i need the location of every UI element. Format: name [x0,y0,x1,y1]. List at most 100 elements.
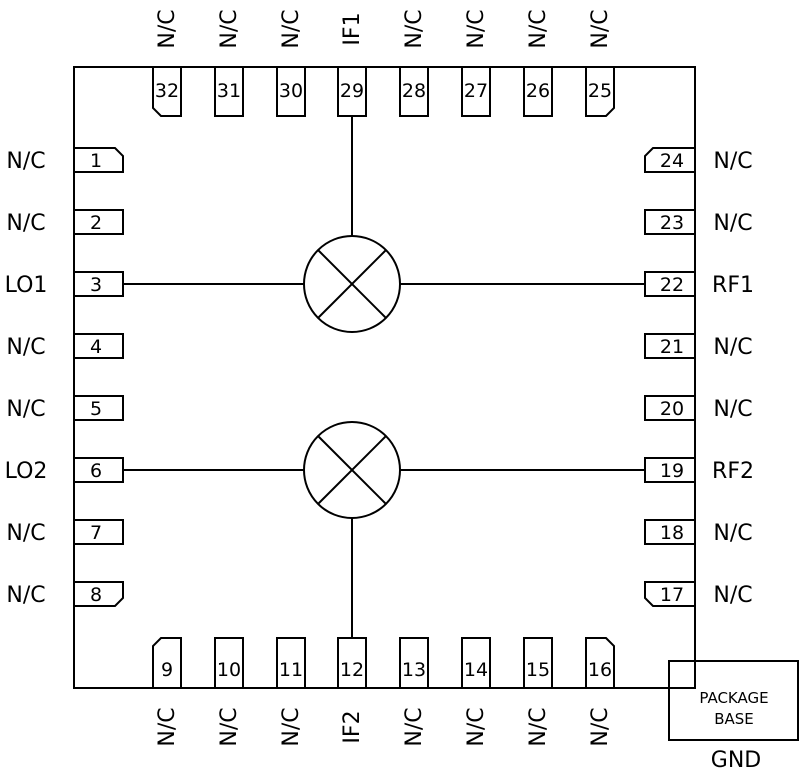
pin-2-pad [74,209,124,235]
pin-3-number: 3 [90,274,102,296]
gnd-label: GND [711,748,761,770]
pin-19-label: RF2 [712,459,754,484]
pin-15-pad [523,637,553,688]
package-base-box [668,660,799,741]
pin-15-label: N/C [526,707,551,746]
pin-12-pad [337,637,367,688]
pin-5-pad [74,395,124,421]
pin-26-number: 26 [526,80,550,102]
pin-32-label: N/C [155,9,180,48]
pin-8-number: 8 [90,584,102,606]
pin-23-number: 23 [660,212,684,234]
pin-23-pad [644,209,695,235]
pin-16-pad [585,637,615,688]
pin-14-number: 14 [464,659,488,681]
pin-7-label: N/C [6,521,45,546]
pin-26-label: N/C [526,9,551,48]
pin-14-pad [461,637,491,688]
pin-5-label: N/C [6,397,45,422]
package-outline [73,66,696,689]
pin-23-label: N/C [713,211,752,236]
pin-16-label: N/C [588,707,613,746]
pin-2-number: 2 [90,212,102,234]
internal-wiring [124,116,644,637]
package-base-line1: PACKAGE [699,689,768,707]
pin-29-label: IF1 [340,12,365,45]
pin-20-number: 20 [660,398,684,420]
pin-3-pad [74,271,124,297]
pin-11-pad [276,637,306,688]
pin-20-label: N/C [713,397,752,422]
pin-21-pad [644,333,695,359]
pin-32-number: 32 [155,80,179,102]
pin-11-number: 11 [279,659,303,681]
pin-31-label: N/C [217,9,242,48]
pin-13-number: 13 [402,659,426,681]
pin-22-label: RF1 [712,273,754,298]
pin-30-number: 30 [279,80,303,102]
pin-10-label: N/C [217,707,242,746]
pin-31-number: 31 [217,80,241,102]
pin-8-pad [74,581,124,607]
pin-24-label: N/C [713,149,752,174]
pin-17-number: 17 [660,584,684,606]
pin-29-number: 29 [340,80,364,102]
pin-30-pad [276,67,306,117]
pin-25-number: 25 [588,80,612,102]
pin-21-number: 21 [660,336,684,358]
pin-9-number: 9 [161,659,173,681]
pin-8-label: N/C [6,583,45,608]
pin-12-label: IF2 [340,710,365,743]
pin-13-label: N/C [402,707,427,746]
pin-24-pad [644,147,695,173]
pin-14-label: N/C [464,707,489,746]
pin-20-pad [644,395,695,421]
pin-22-pad [644,271,695,297]
pin-32-pad [152,67,182,117]
pin-4-pad [74,333,124,359]
pin-27-pad [461,67,491,117]
pin-29-pad [337,67,367,117]
pin-27-number: 27 [464,80,488,102]
pin-13-pad [399,637,429,688]
pin-1-number: 1 [90,150,102,172]
pin-4-number: 4 [90,336,102,358]
pin-10-number: 10 [217,659,241,681]
pin-6-number: 6 [90,460,102,482]
pin-21-label: N/C [713,335,752,360]
pin-27-label: N/C [464,9,489,48]
pin-10-pad [214,637,244,688]
pin-25-label: N/C [588,9,613,48]
pin-7-number: 7 [90,522,102,544]
pin-28-number: 28 [402,80,426,102]
pin-6-label: LO2 [5,459,48,484]
pin-26-pad [523,67,553,117]
pin-28-pad [399,67,429,117]
pin-15-number: 15 [526,659,550,681]
pin-19-number: 19 [660,460,684,482]
pin-19-pad [644,457,695,483]
pin-5-number: 5 [90,398,102,420]
pin-1-label: N/C [6,149,45,174]
mixer-2 [303,421,401,519]
pin-25-pad [585,67,615,117]
pin-4-label: N/C [6,335,45,360]
pin-18-pad [644,519,695,545]
pin-2-label: N/C [6,211,45,236]
package-base-line2: BASE [714,710,754,728]
pin-6-pad [74,457,124,483]
pin-16-number: 16 [588,659,612,681]
mixer-1 [303,235,401,333]
pin-12-number: 12 [340,659,364,681]
pin-9-pad [152,637,182,688]
pin-17-pad [644,581,695,607]
pin-7-pad [74,519,124,545]
pin-18-label: N/C [713,521,752,546]
pin-18-number: 18 [660,522,684,544]
pin-9-label: N/C [155,707,180,746]
pin-3-label: LO1 [5,273,48,298]
pin-31-pad [214,67,244,117]
pin-30-label: N/C [279,9,304,48]
